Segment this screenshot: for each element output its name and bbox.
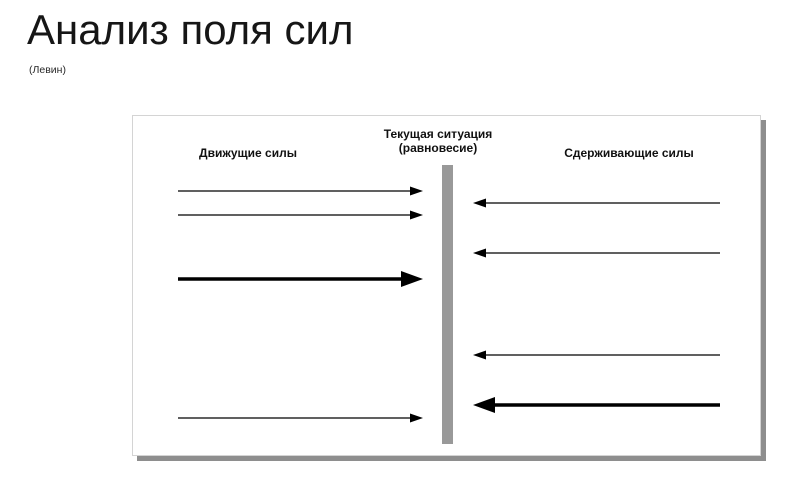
restraining-force-1-arrow xyxy=(473,198,720,208)
restraining-force-4-arrow xyxy=(473,397,720,413)
current-situation-header: Текущая ситуация (равновесие) xyxy=(358,127,518,155)
page-title: Анализ поля сил xyxy=(27,6,354,53)
driving-force-4-arrow xyxy=(178,413,423,423)
restraining-force-3-arrow xyxy=(473,350,720,360)
driving-force-2-arrow xyxy=(178,210,423,220)
page-subtitle: (Левин) xyxy=(29,64,66,76)
restraining-forces-header: Сдерживающие силы xyxy=(564,146,694,160)
current-situation-line1: Текущая ситуация xyxy=(383,127,493,141)
force-field-diagram-box: Движущие силы Текущая ситуация (равновес… xyxy=(132,115,761,456)
driving-force-3-arrow xyxy=(178,271,423,287)
driving-forces-header: Движущие силы xyxy=(199,146,297,160)
current-situation-line2: (равновесие) xyxy=(398,141,478,155)
equilibrium-bar xyxy=(442,165,453,444)
force-arrows-layer xyxy=(178,186,720,423)
driving-force-1-arrow xyxy=(178,186,423,196)
restraining-force-2-arrow xyxy=(473,248,720,258)
